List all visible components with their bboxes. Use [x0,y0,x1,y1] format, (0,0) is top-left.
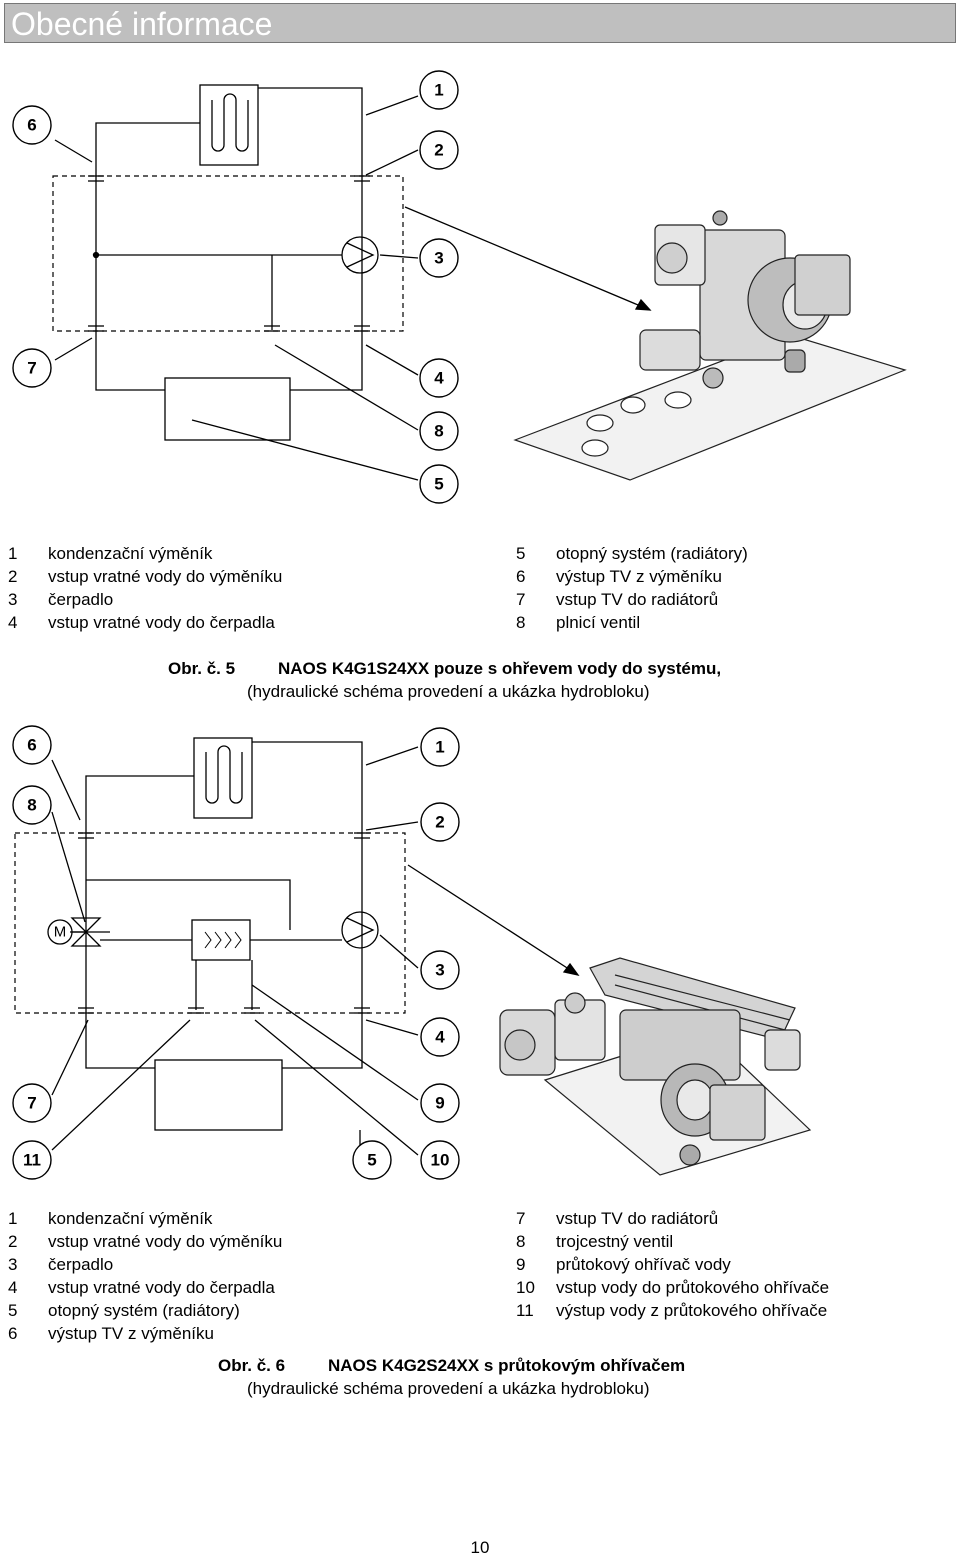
section-title: Obecné informace [11,6,273,42]
hydroblock-photo-2 [499,957,812,1176]
three-way-valve-symbol [70,917,102,947]
callout-5: 5 [352,1140,392,1180]
callout-2: 2 [419,130,459,170]
figure-5-caption-id: Obr. č. 5 [168,659,236,678]
figure-6-caption-sub: (hydraulické schéma provedení a ukázka h… [247,1379,650,1398]
svg-text:7: 7 [27,1094,36,1113]
callout-2: 2 [420,802,460,842]
svg-text:1: 1 [435,738,444,757]
figure-6-schematic [14,737,580,1156]
svg-text:3: 3 [434,249,443,268]
svg-text:4: 4 [434,369,444,388]
figure-6-diagram: M 6 8 7 11 5 1 2 3 4 9 10 [12,725,812,1180]
valve-motor-letter: M [54,924,67,941]
callout-9: 9 [420,1083,460,1123]
pump-symbol [341,911,379,949]
radiator-symbol [164,377,291,441]
callout-4: 4 [420,1017,460,1057]
figure-6-caption: Obr. č. 6 NAOS K4G2S24XX s průtokovým ohř… [218,1354,685,1377]
svg-text:4: 4 [435,1028,445,1047]
callout-5: 5 [419,464,459,504]
callout-3: 3 [419,238,459,278]
callout-7: 7 [12,348,52,388]
callout-8: 8 [419,411,459,451]
callout-1: 1 [420,727,460,767]
heat-exchanger-symbol [199,84,259,166]
figure-5-schematic [52,84,652,481]
radiator-symbol [154,1059,283,1131]
page-number: 10 [470,1538,490,1557]
svg-text:8: 8 [434,422,443,441]
svg-text:11: 11 [23,1151,41,1170]
callout-3: 3 [420,950,460,990]
svg-text:3: 3 [435,961,444,980]
svg-text:8: 8 [27,796,36,815]
svg-text:7: 7 [27,359,36,378]
callout-6: 6 [12,105,52,145]
figure-6-caption-title: NAOS K4G2S24XX s průtokovým ohřívačem [328,1356,686,1375]
callout-6: 6 [12,725,52,765]
svg-text:6: 6 [27,736,36,755]
figure-6-caption-id: Obr. č. 6 [218,1356,286,1375]
callout-11: 11 [12,1140,52,1180]
callout-10: 10 [420,1140,460,1180]
callout-7: 7 [12,1083,52,1123]
svg-text:10: 10 [431,1151,450,1170]
section-header: Obecné informace [4,3,956,43]
svg-text:2: 2 [434,141,443,160]
svg-text:2: 2 [435,813,444,832]
figure-5-diagram: 6 7 1 2 3 4 8 5 [12,70,907,504]
svg-text:5: 5 [367,1151,376,1170]
heat-exchanger-symbol [193,737,253,819]
figure-5-caption: Obr. č. 5 NAOS K4G1S24XX pouze s ohřevem … [168,657,721,680]
figure-5-caption-sub: (hydraulické schéma provedení a ukázka h… [247,682,650,701]
callout-4: 4 [419,358,459,398]
svg-text:5: 5 [434,475,443,494]
callout-1: 1 [419,70,459,110]
figure-5-caption-title: NAOS K4G1S24XX pouze s ohřevem vody do s… [278,659,722,678]
hydroblock-photo-1 [513,210,907,481]
callout-8: 8 [12,785,52,825]
svg-text:6: 6 [27,116,36,135]
svg-text:1: 1 [434,81,443,100]
svg-text:9: 9 [435,1094,444,1113]
